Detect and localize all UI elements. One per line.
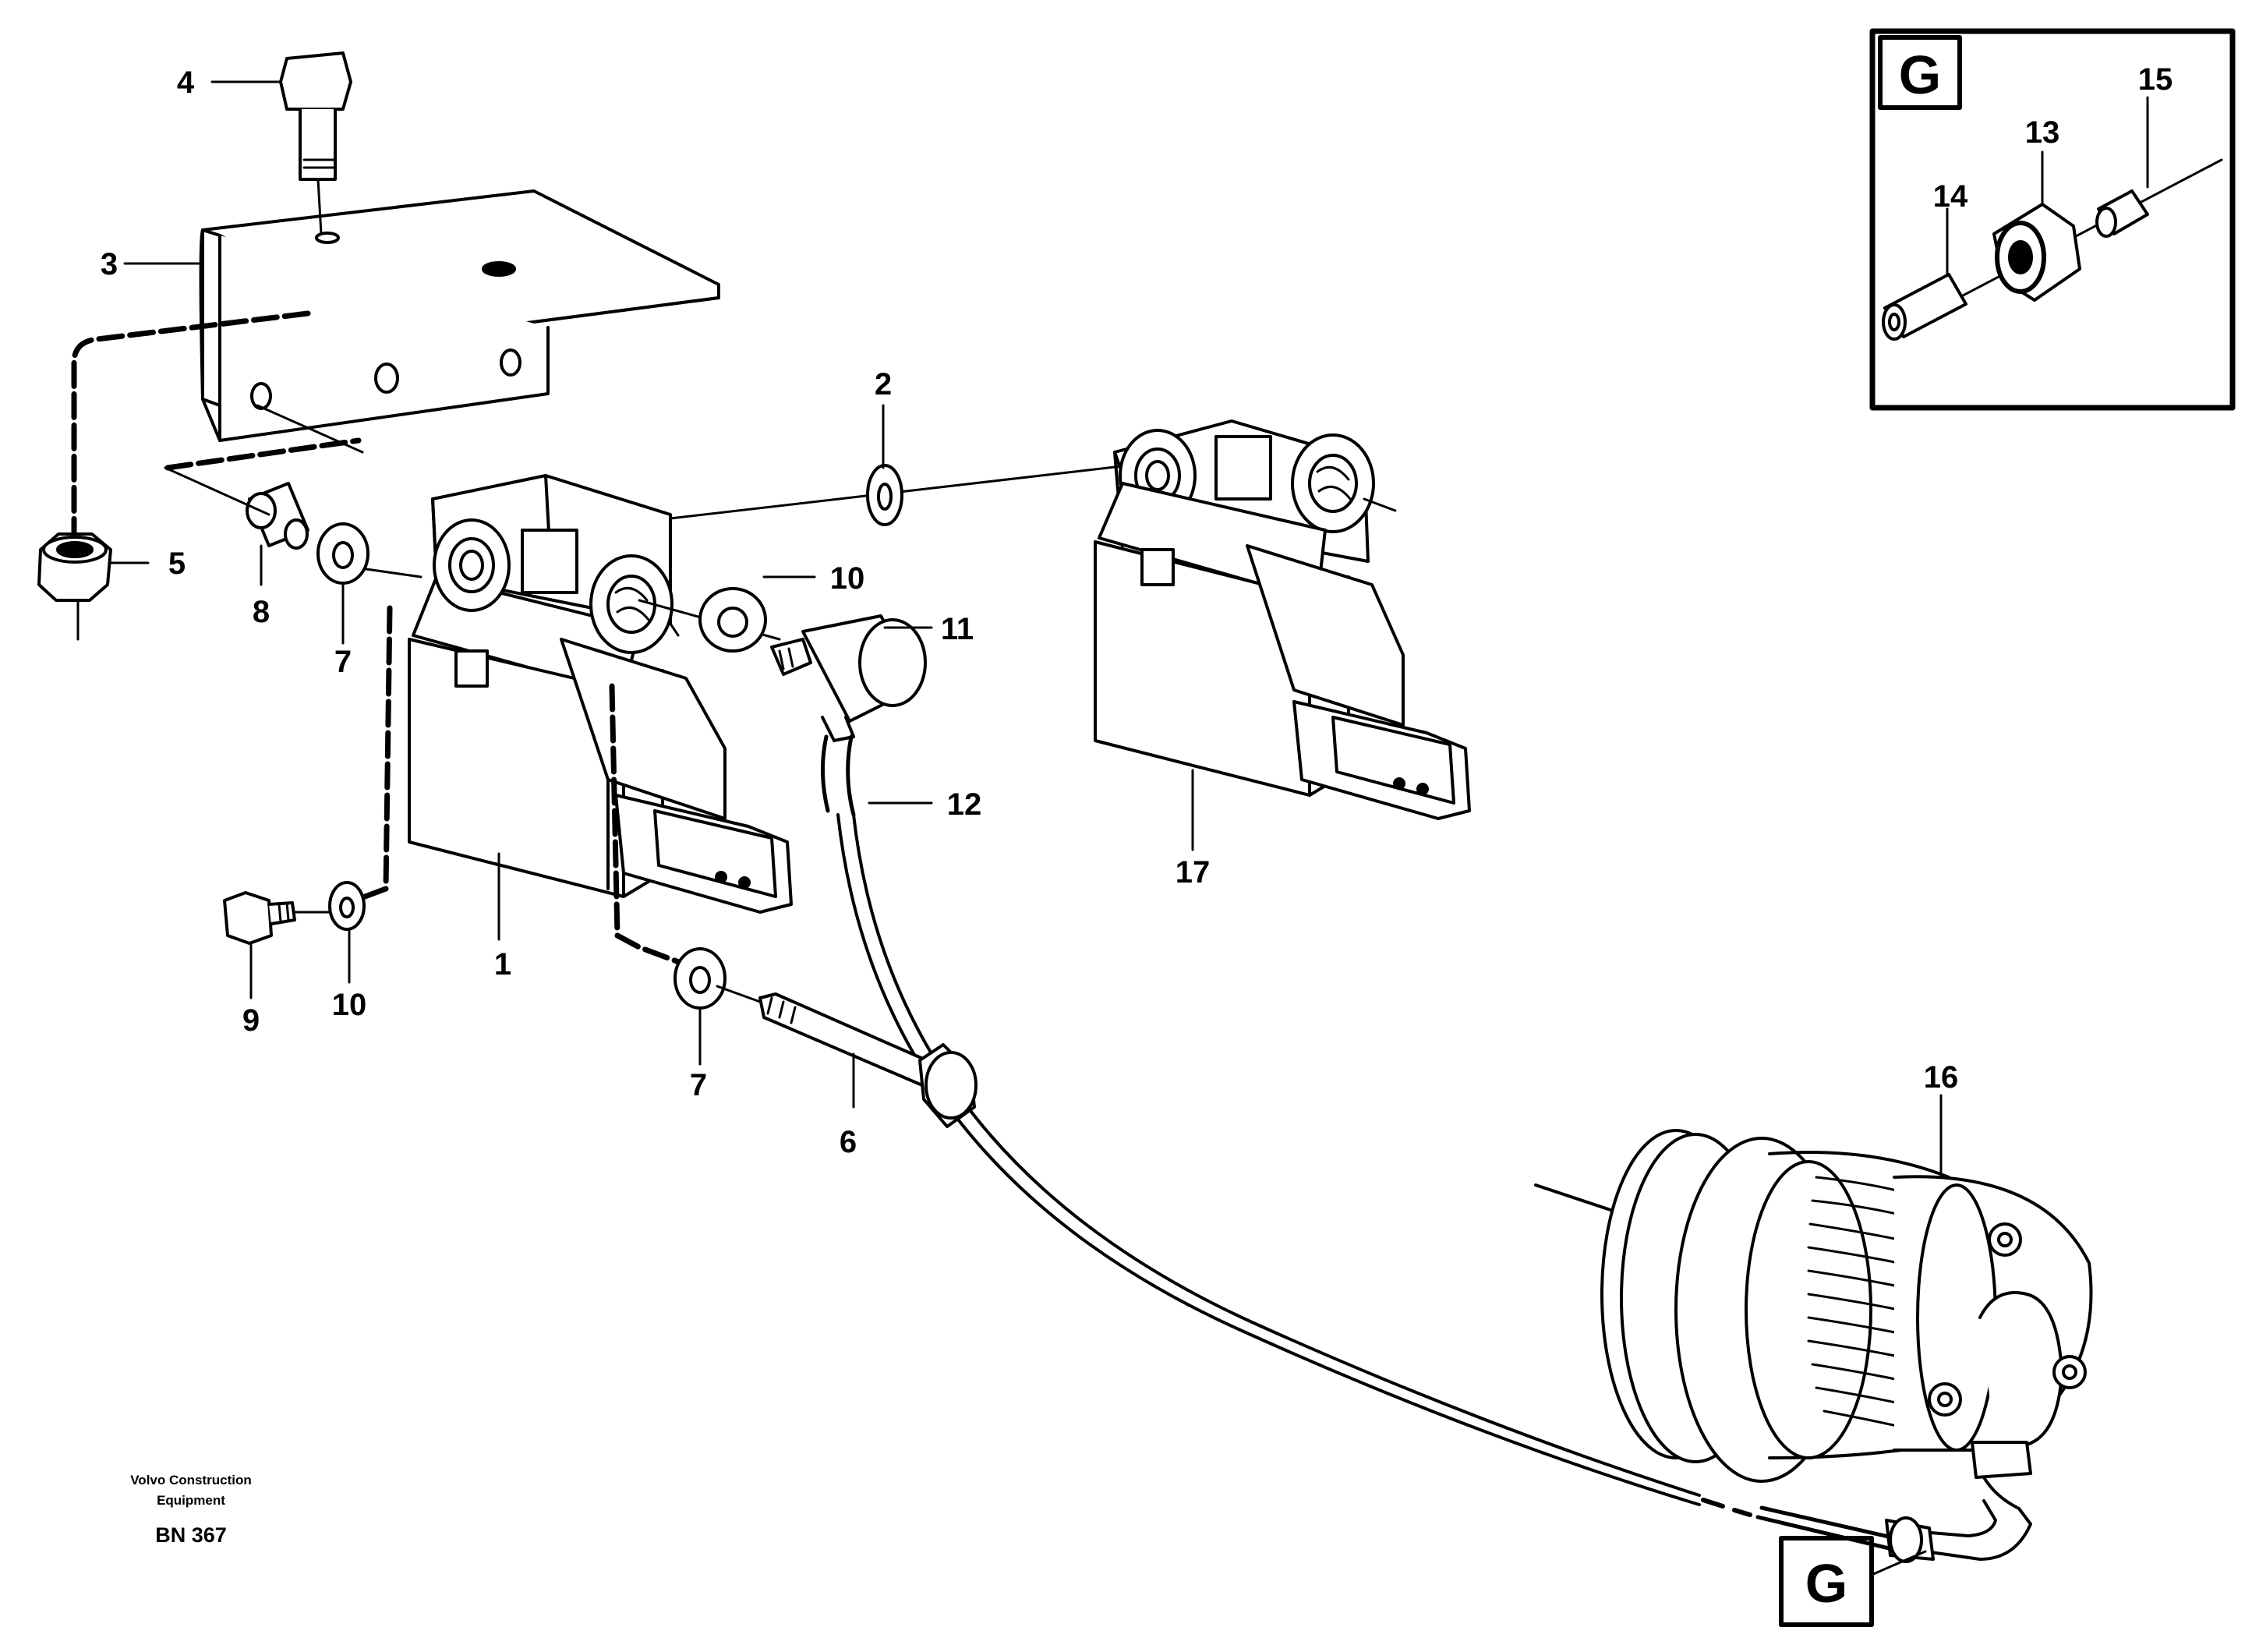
leader-lines (109, 80, 1943, 1179)
part-3-bracket (199, 189, 720, 442)
credit-line-2: Equipment (157, 1493, 225, 1508)
part-8-spacer (246, 482, 309, 550)
part-15-ferrule (2095, 189, 2149, 238)
part-13-nut (1992, 203, 2081, 302)
credit-line-1: Volvo Construction (130, 1473, 252, 1488)
drawing-number: BN 367 (155, 1523, 227, 1547)
part-12-hose (821, 734, 1904, 1554)
inset-frame (1869, 28, 2236, 411)
assembly-line-bracket-spacer (164, 437, 362, 471)
callout-labels: 4 3 5 2 8 7 10 11 12 17 1 9 10 7 6 16 13… (101, 62, 2173, 1159)
inset-g-letter: G (1899, 44, 1941, 105)
callout-15: 15 (2138, 62, 2173, 97)
callout-7-lower: 7 (690, 1068, 707, 1102)
callout-2: 2 (875, 367, 892, 402)
callout-4: 4 (177, 65, 195, 100)
detail-g-marker-letter: G (1805, 1553, 1847, 1614)
part-10-washer-lower (328, 881, 366, 931)
assembly-line-valve-screw (609, 683, 705, 974)
callout-13: 13 (2025, 115, 2060, 150)
part-17-connector (1292, 700, 1471, 820)
part-2-washer (866, 464, 903, 526)
part-9-bolt (223, 891, 337, 945)
part-4-bolt (279, 51, 352, 235)
part-6-screw (758, 992, 978, 1128)
callout-6: 6 (840, 1125, 857, 1159)
detail-g-inset: G (1869, 28, 2236, 411)
part-1-solenoid-valve (408, 474, 727, 898)
callout-1: 1 (494, 947, 511, 982)
part-7-washer-upper (316, 522, 369, 585)
part-16-elbow-fitting (1885, 1441, 2032, 1563)
part-5-nut (37, 532, 112, 641)
callout-8: 8 (253, 595, 270, 629)
callout-17: 17 (1176, 855, 1211, 890)
callout-14: 14 (1933, 179, 1968, 214)
part-11-angle-fitting (770, 614, 927, 742)
part-1-connector (614, 794, 793, 914)
part-7-washer-lower (674, 947, 727, 1010)
callout-5: 5 (168, 547, 186, 581)
part-16-brake-chamber (1534, 1129, 2093, 1483)
assembly-line-valve-bolt (352, 605, 393, 904)
part-14-sleeve (1882, 273, 1967, 341)
callout-9: 9 (242, 1003, 260, 1038)
part-17-solenoid-valve (1094, 419, 1405, 797)
inset-g-box (1878, 35, 1962, 110)
callout-7-upper: 7 (334, 645, 352, 679)
callout-3: 3 (101, 247, 118, 281)
callout-11: 11 (941, 612, 974, 646)
callout-16: 16 (1924, 1060, 1959, 1095)
detail-g-marker-box (1779, 1536, 1874, 1627)
callout-10-upper: 10 (830, 561, 865, 596)
callout-10-lower: 10 (332, 988, 367, 1022)
assembly-line-bracket-nut (71, 310, 311, 541)
part-10-washer-upper (698, 587, 767, 653)
callout-12: 12 (947, 787, 982, 822)
